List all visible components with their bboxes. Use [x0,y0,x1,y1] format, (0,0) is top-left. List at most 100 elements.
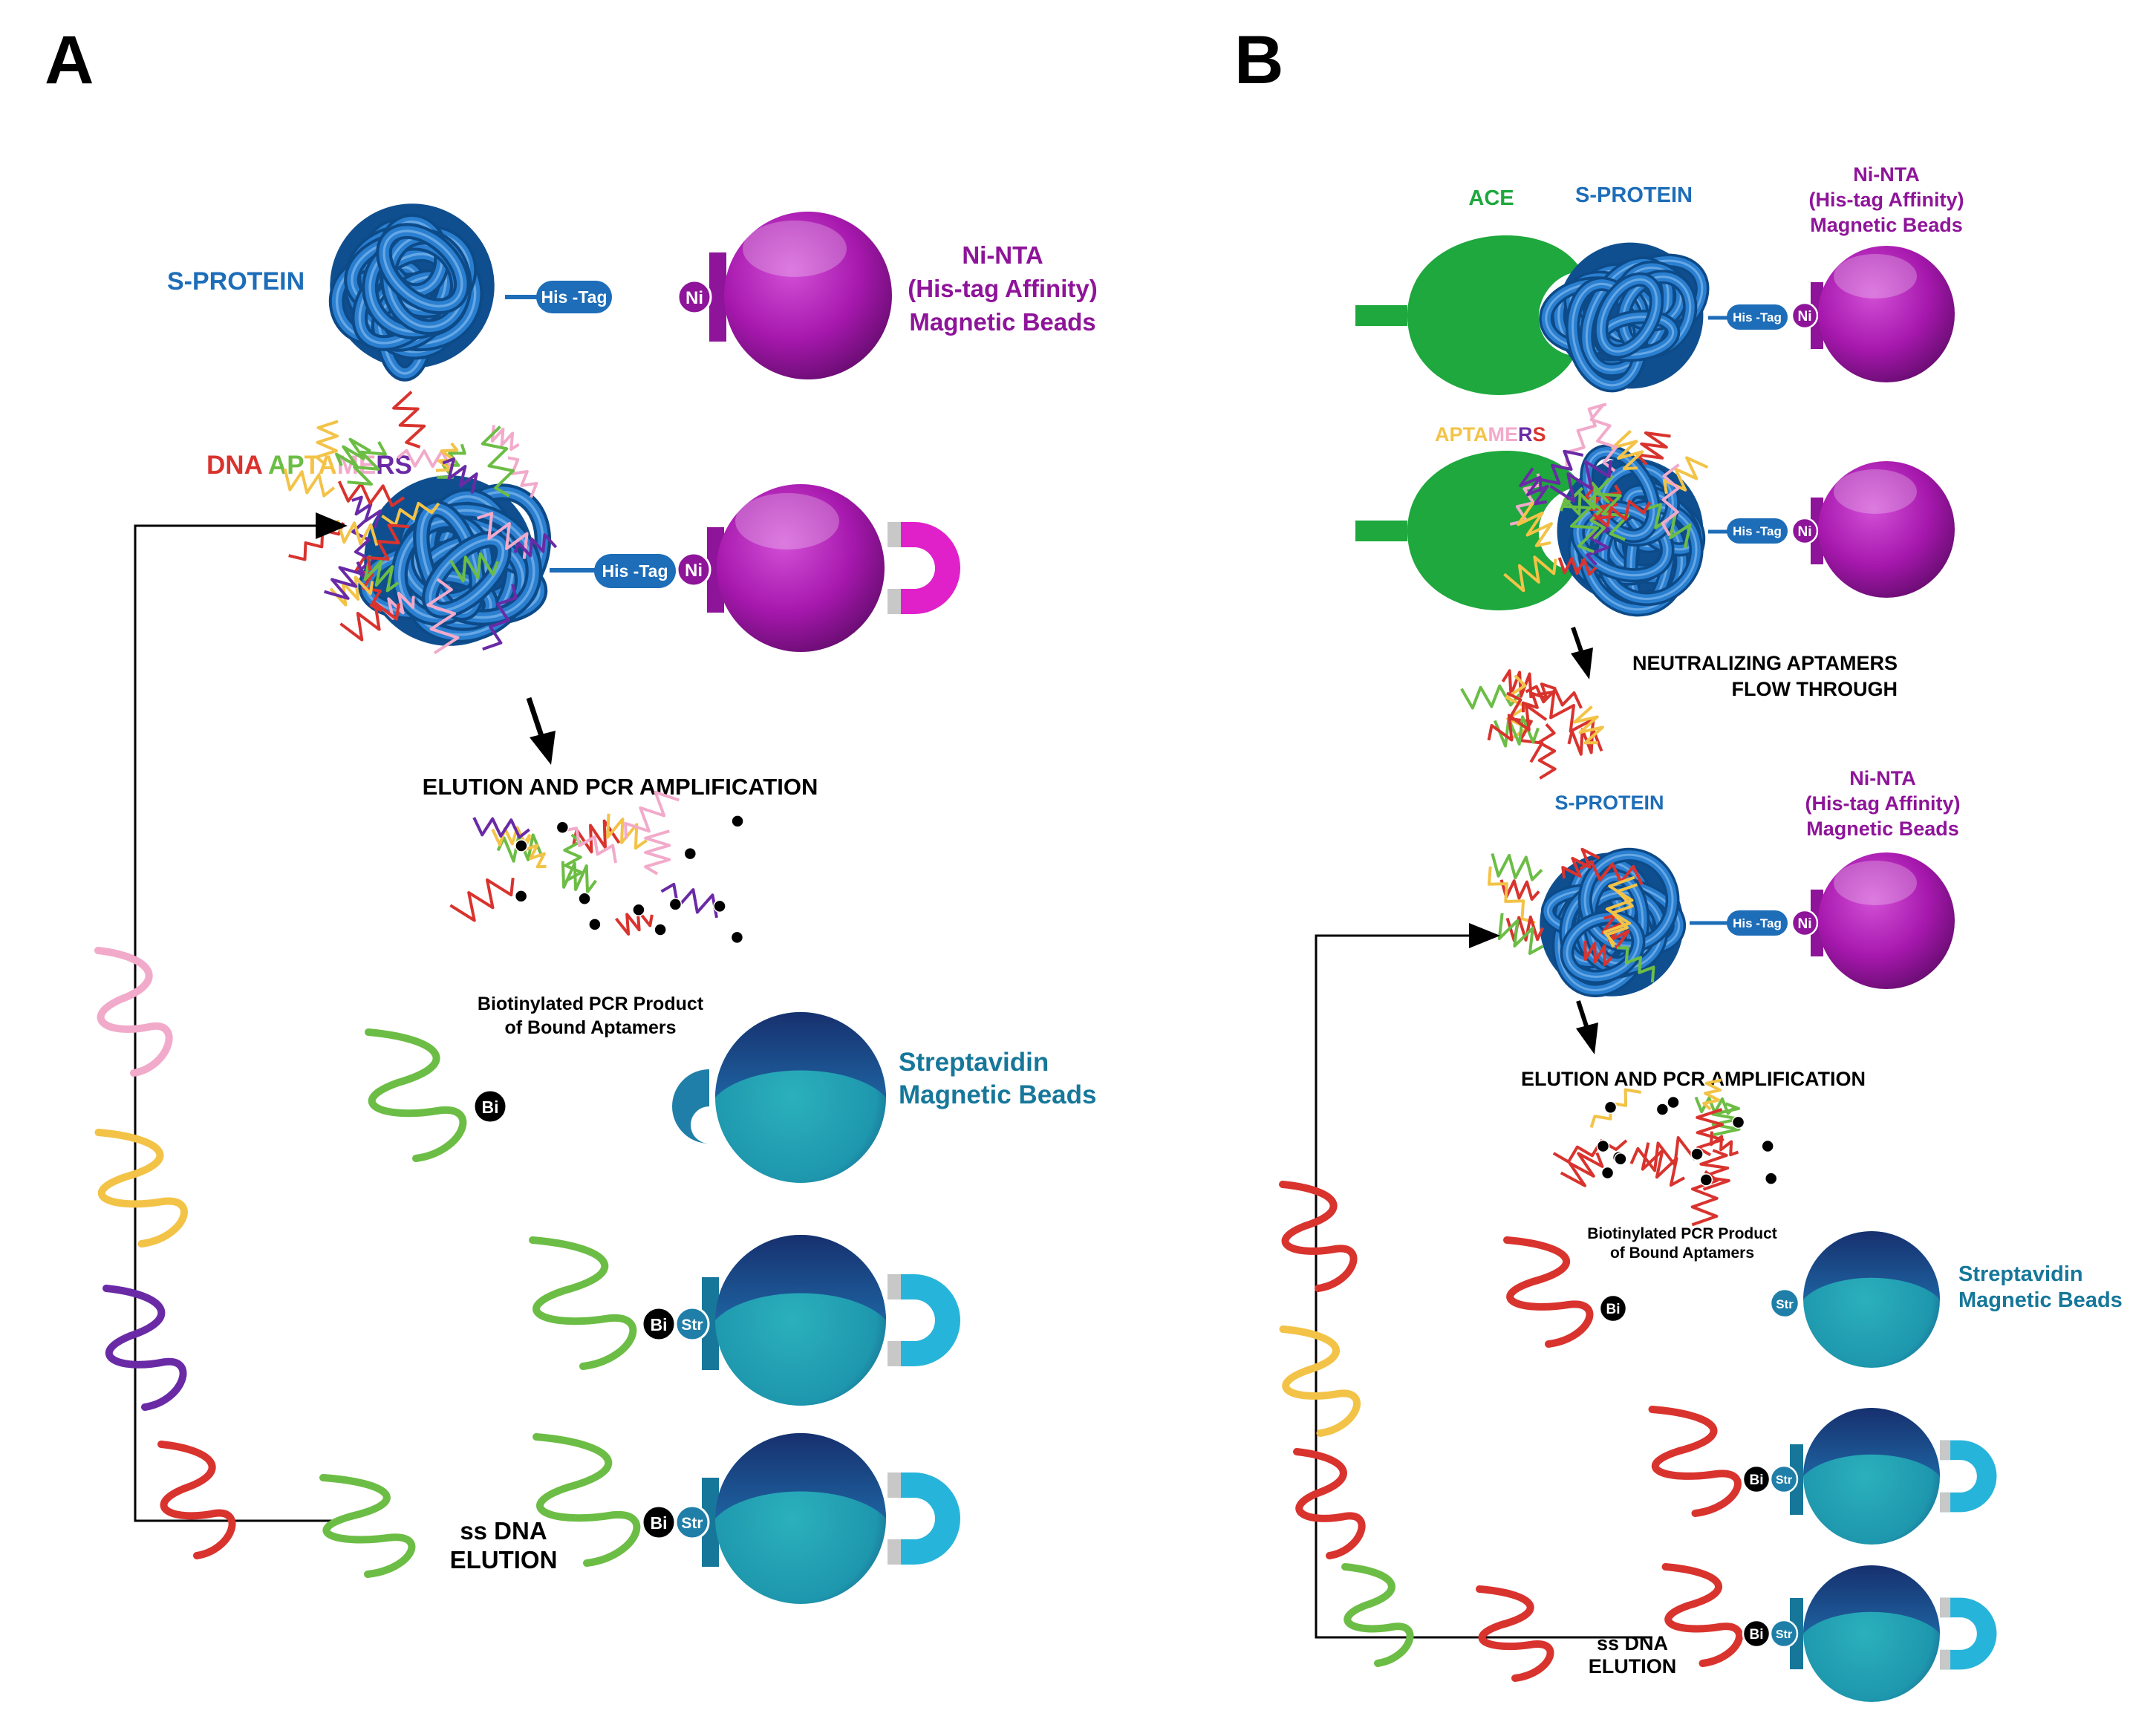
b-s-protein-label-1: S-PROTEIN [1575,183,1693,207]
a-protein-2 [358,475,552,646]
b-ni-bead-3 [1818,852,1955,989]
b-his-tag-2 [1727,518,1788,544]
b-down-arrow-1-head [1571,648,1593,679]
b-str-badge-1 [1769,1288,1800,1319]
b-bi-label-3: Bi [1750,1627,1764,1643]
a-str-label-3: Str [681,1515,703,1532]
a-pcr-cloud [449,790,744,945]
a-bi-label-3: Bi [651,1513,668,1533]
b-ni-nta-1-line-1: Ni-NTA [1853,163,1919,186]
b-strep-bead-2-top [1803,1408,1940,1476]
a-bi-label-1: Bi [482,1098,499,1117]
b-strep-bead-3-top [1803,1565,1940,1634]
a-pool-strand-purple [102,1285,187,1411]
a-ni-nta-line-2: (His-tag Affinity) [908,275,1097,302]
a-pool-strand-pink [94,947,173,1077]
a-magnet-2 [888,1274,960,1366]
b-eluted-strand [1476,1585,1554,1682]
b-biotin-strand [1503,1236,1594,1348]
b-his-tag-label-3: His -Tag [1733,916,1782,930]
a-str-holder-2 [702,1277,719,1370]
a-aptamer-cloud [283,391,558,655]
b-aptamers-label-letter: S [1533,423,1546,446]
a-ni-bead-1 [724,212,892,379]
b-down-arrow-2-shaft [1576,1000,1589,1029]
a-eluted-strand [319,1474,416,1578]
a-dna-aptamers-label-letter: D [206,451,225,480]
b-ni-label-1: Ni [1798,309,1812,324]
panel-b: B ACE S-PROTEIN Ni-NTA (His-tag Affinity… [1234,22,2123,1702]
b-pool-strand-2 [1279,1325,1361,1437]
b-pool-strand-4 [1341,1563,1414,1667]
a-ni-badge-2 [676,552,711,587]
a-dna-aptamers-label-letter [262,451,268,480]
a-str-badge-2 [674,1306,710,1342]
b-his-tag-label-2: His -Tag [1733,524,1782,538]
a-ssdna-line-1: ss DNA [460,1517,547,1545]
panel-a: A His -Tag S-PROTEIN Ni Ni-NTA (His-tag … [45,22,1098,1604]
b-s-protein-label-2: S-PROTEIN [1554,792,1664,814]
a-ni-bead-1-shine [743,221,847,277]
b-ni-nta-2-line-3: Magnetic Beads [1806,818,1959,840]
a-pool-strand-yellow [94,1129,188,1248]
a-his-tag-label-1: His -Tag [541,287,607,307]
a-ni-holder-1 [709,252,726,342]
b-bi-label-2: Bi [1750,1472,1764,1488]
a-pool-strand-red [157,1441,236,1559]
b-bi-label-1: Bi [1606,1302,1621,1317]
b-down-arrow-2-head [1576,1023,1598,1054]
a-elution-pcr-label: ELUTION AND PCR AMPLIFICATION [423,774,818,800]
a-biotin-caption-2: of Bound Aptamers [504,1017,676,1038]
a-ni-bead-2 [717,484,885,652]
b-ni-bead-3-shine [1834,861,1917,905]
a-strep-bead-1-top [715,1012,886,1098]
b-str-label-1: Str [1776,1297,1794,1311]
a-his-tag-1 [536,281,612,313]
b-aptamers-label-letter: R [1518,423,1533,446]
a-dna-aptamers-label-letter: A [268,451,287,480]
b-ni-bead-1-shine [1834,254,1917,299]
panel-b-letter: B [1234,22,1283,98]
a-bi-label-2: Bi [651,1315,668,1334]
a-biotin-strand [365,1028,467,1162]
a-down-arrow-head [530,731,556,765]
a-his-tag-label-2: His -Tag [602,561,668,581]
b-ni-nta-1-line-2: (His-tag Affinity) [1809,189,1964,211]
a-ni-bead-2-shine [735,493,839,549]
b-strep-bead-1-top [1803,1231,1940,1299]
b-aptamer-cloud-1 [1503,402,1709,593]
a-ni-badge-1 [677,279,712,315]
b-ssdna-line-2: ELUTION [1589,1655,1677,1677]
a-strep-bead-2-top [715,1235,886,1320]
b-magnet-1 [1940,1440,1997,1513]
b-ni-bead-1 [1818,246,1955,382]
a-protein-1 [328,203,495,382]
b-ni-label-2: Ni [1798,524,1812,540]
a-his-tag-2 [594,554,676,588]
b-pool-strand-3 [1293,1448,1366,1559]
b-aptamers-label-letter: A [1473,423,1488,446]
b-neutralizing-line-1: NEUTRALIZING APTAMERS [1632,652,1898,674]
b-aptamers-label-letter: P [1450,423,1463,446]
b-aptamers-label-letter: E [1505,423,1518,446]
a-bi-badge-1 [472,1089,508,1124]
b-ni-badge-1 [1791,301,1819,330]
b-ni-nta-1-line-3: Magnetic Beads [1810,214,1963,236]
b-aptamers-label-letter: M [1488,423,1505,446]
a-s-protein-label: S-PROTEIN [167,267,304,296]
a-dna-aptamers-label-letter: N [225,451,244,480]
b-streptavidin-line-1: Streptavidin [1958,1262,2083,1286]
b-bi-badge-1 [1598,1294,1628,1323]
b-flowthrough-cloud [1460,669,1604,780]
b-bound-strand-2 [1661,1563,1743,1667]
b-neutralizing-line-2: FLOW THROUGH [1732,678,1898,700]
a-ssdna-line-2: ELUTION [450,1546,558,1573]
a-feedback-arrowhead [316,512,348,539]
b-biotin-caption-1: Biotinylated PCR Product [1587,1225,1777,1242]
b-aptamers-label-letter: A [1435,423,1450,446]
b-his-tag-1 [1727,304,1788,330]
b-ni-label-3: Ni [1798,916,1812,932]
a-ni-nta-line-1: Ni-NTA [962,241,1043,269]
a-magnet-1 [888,522,960,614]
